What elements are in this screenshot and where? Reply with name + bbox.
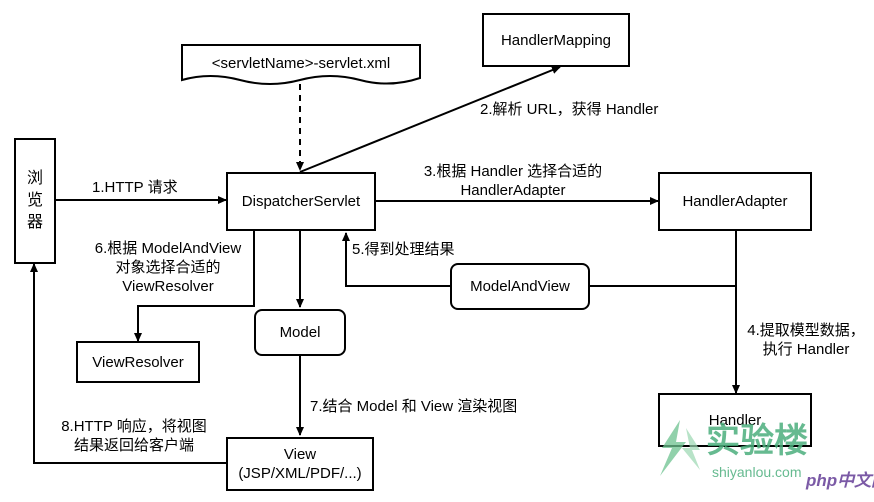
edge-label-e8-line1: 8.HTTP 响应，将视图 (61, 418, 207, 435)
arrow-e5 (342, 232, 736, 287)
edge-label-e4: 4.提取模型数据， 执行 Handler (738, 321, 874, 359)
edge-label-e4-line1: 4.提取模型数据， (747, 322, 865, 339)
edge-label-e6: 6.根据 ModelAndView 对象选择合适的 ViewResolver (70, 239, 266, 296)
arrow-e2 (299, 66, 561, 173)
edge-label-e4-line2: 执行 Handler (762, 341, 850, 358)
handler-adapter-node: HandlerAdapter (658, 172, 812, 231)
edge-label-e8-line2: 结果返回给客户端 (73, 437, 194, 454)
edge-label-e5: 5.得到处理结果 (352, 241, 455, 258)
edge-label-e6-line2: 对象选择合适的 (115, 259, 221, 276)
edge-label-e7: 7.结合 Model 和 View 渲染视图 (310, 398, 518, 415)
view-resolver-node: ViewResolver (76, 341, 200, 383)
dispatcher-servlet-node: DispatcherServlet (226, 172, 376, 231)
edge-label-e3: 3.根据 Handler 选择合适的 HandlerAdapter (400, 162, 626, 200)
shiyanlou-logo-icon (660, 420, 700, 476)
edge-label-e6-line1: 6.根据 ModelAndView (94, 240, 242, 257)
config-document-shape (181, 44, 421, 85)
browser-node: 浏 览 器 (14, 138, 56, 264)
edge-label-e2: 2.解析 URL，获得 Handler (480, 101, 659, 118)
edge-label-e6-line3: ViewResolver (122, 278, 214, 295)
edge-label-e1: 1.HTTP 请求 (92, 179, 178, 196)
watermark-shiyanlou-cn: 实验楼 (706, 422, 808, 460)
arrow-e8 (30, 263, 226, 464)
edge-label-e8: 8.HTTP 响应，将视图 结果返回给客户端 (40, 417, 228, 455)
arrow-e6 (134, 231, 255, 342)
watermark-php-cn: php中文网 (806, 471, 874, 490)
model-node: Model (254, 309, 346, 356)
handler-node: Handler (658, 393, 812, 447)
config-node-label: <servletName>-servlet.xml (211, 55, 391, 72)
browser-char-1: 浏 (26, 170, 43, 187)
view-node-title: View (283, 446, 317, 463)
watermark-shiyanlou-en: shiyanlou.com (712, 464, 802, 480)
view-node-subtitle: (JSP/XML/PDF/...) (238, 465, 362, 482)
handler-node-label: Handler (708, 412, 762, 429)
handler-mapping-node: HandlerMapping (482, 13, 630, 67)
edge-label-e3-line2: HandlerAdapter (460, 182, 566, 199)
edge-label-e3-line1: 3.根据 Handler 选择合适的 (423, 163, 603, 180)
browser-char-3: 器 (26, 214, 43, 231)
browser-char-2: 览 (26, 192, 43, 209)
view-node: View (JSP/XML/PDF/...) (226, 437, 374, 491)
model-and-view-node: ModelAndView (450, 263, 590, 310)
